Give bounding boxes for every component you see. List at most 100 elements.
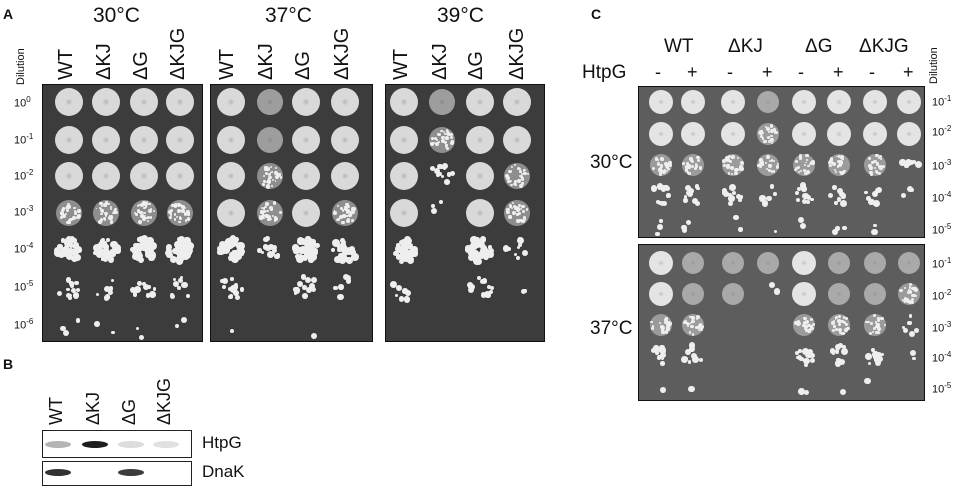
colony — [806, 194, 812, 200]
colony — [881, 164, 885, 169]
colony-spot — [864, 283, 886, 305]
colony — [108, 216, 113, 221]
colony — [837, 163, 842, 168]
colony — [263, 237, 269, 243]
colony — [522, 218, 526, 222]
colony — [440, 129, 444, 133]
colony — [345, 210, 349, 214]
colony — [723, 164, 727, 168]
colony — [876, 318, 881, 323]
colony — [66, 252, 74, 261]
colony — [805, 158, 808, 162]
colony — [658, 166, 662, 171]
htpg-sign: - — [869, 62, 875, 82]
colony — [866, 196, 872, 201]
colony — [103, 244, 109, 250]
lane-label: WT — [46, 397, 66, 425]
colony — [153, 209, 156, 213]
colony — [75, 211, 78, 214]
colony — [681, 227, 688, 233]
plate-39-temp: 39°C — [437, 4, 484, 27]
colony-spot — [682, 283, 704, 305]
colony — [689, 348, 694, 353]
colony-spot — [257, 127, 283, 153]
colony — [803, 324, 809, 330]
colony — [114, 246, 122, 254]
dnak-blot-label: DnaK — [202, 462, 245, 481]
colony — [181, 205, 185, 209]
colony — [270, 185, 273, 188]
colony — [517, 212, 521, 216]
colony — [137, 220, 143, 225]
colony — [443, 130, 446, 133]
colony — [105, 286, 109, 290]
colony — [296, 254, 305, 263]
colony — [60, 214, 64, 217]
strain-label: ΔG — [805, 36, 833, 57]
colony — [269, 218, 273, 221]
colony — [691, 316, 695, 320]
colony — [766, 195, 772, 202]
colony — [651, 167, 655, 171]
lane-label: ΔG — [119, 398, 139, 425]
colony — [333, 285, 339, 291]
colony — [728, 160, 732, 164]
colony — [144, 251, 152, 259]
colony — [402, 288, 408, 294]
colony — [445, 135, 450, 140]
colony — [513, 182, 516, 185]
colony — [345, 219, 350, 224]
colony — [767, 163, 771, 166]
colony — [798, 157, 802, 161]
colony — [175, 324, 180, 329]
strain-label: ΔKJG — [167, 27, 189, 80]
colony — [801, 186, 807, 192]
colony — [809, 318, 813, 322]
colony — [138, 256, 145, 263]
plate-39C — [385, 84, 545, 342]
colony — [728, 201, 733, 206]
colony — [142, 217, 146, 222]
colony — [344, 205, 349, 210]
colony — [834, 360, 842, 367]
colony — [149, 290, 156, 298]
blot-band — [45, 469, 71, 476]
colony — [660, 387, 666, 393]
colony — [441, 135, 445, 140]
colony — [449, 132, 453, 136]
colony-spot — [721, 90, 745, 114]
colony — [344, 274, 352, 281]
colony — [275, 174, 279, 178]
colony — [134, 285, 142, 293]
colony — [510, 165, 513, 168]
blot-band — [153, 441, 179, 448]
colony — [340, 239, 347, 246]
colony — [61, 249, 69, 257]
colony — [876, 172, 879, 175]
colony — [684, 164, 689, 169]
colony — [680, 355, 688, 363]
colony — [218, 240, 226, 248]
colony — [109, 214, 113, 218]
colony — [842, 345, 847, 350]
colony — [691, 158, 694, 161]
blot-band — [45, 441, 71, 448]
colony — [467, 282, 474, 288]
colony — [660, 186, 666, 192]
colony — [838, 358, 846, 366]
colony — [685, 184, 691, 191]
colony — [180, 251, 187, 258]
colony — [722, 158, 726, 163]
colony — [837, 154, 841, 158]
colony — [341, 248, 346, 253]
colony — [910, 350, 917, 357]
colony — [483, 249, 490, 256]
colony — [873, 355, 879, 361]
colony — [265, 214, 270, 219]
colony — [681, 161, 685, 165]
colony — [734, 167, 739, 172]
colony — [510, 183, 514, 187]
colony-spot — [217, 162, 245, 190]
colony — [300, 274, 307, 280]
colony — [268, 206, 274, 211]
